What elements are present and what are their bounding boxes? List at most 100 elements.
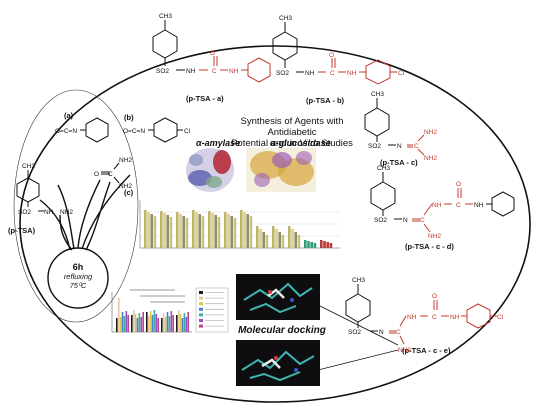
time-label: 6h: [72, 262, 84, 272]
bar-glyph: [172, 315, 174, 332]
bar-glyph: [249, 216, 253, 248]
legend-swatch: [199, 307, 203, 311]
bar-glyph: [230, 216, 233, 248]
bar-glyph: [160, 211, 163, 248]
bar-glyph: [233, 218, 237, 248]
bar-glyph: [147, 212, 150, 248]
reagent-c: [101, 162, 120, 184]
bar-glyph: [182, 216, 185, 248]
legend-swatch: [199, 319, 203, 322]
structure-p-tsa-a: [152, 20, 271, 83]
bar-glyph: [125, 311, 128, 332]
bar-glyph: [259, 229, 262, 248]
bar-glyph: [224, 212, 227, 248]
bar-glyph: [134, 314, 137, 332]
pointer-line: [317, 304, 399, 346]
bar-glyph: [161, 318, 163, 332]
bar-glyph: [246, 214, 249, 248]
bar-glyph: [243, 212, 246, 248]
bar-glyph: [281, 235, 285, 248]
structure-p-tsa-c: [364, 98, 425, 156]
temp-label: 75⁰C: [69, 281, 87, 290]
bar-glyph: [297, 235, 301, 248]
bar-glyph: [214, 215, 217, 248]
bar-glyph: [275, 229, 278, 248]
bar-glyph: [150, 214, 153, 248]
bar-glyph: [291, 229, 294, 248]
bar-glyph: [163, 213, 166, 248]
pointer-line: [317, 349, 399, 371]
legend-swatch: [199, 313, 203, 317]
bar-glyph: [151, 315, 154, 332]
low-bars: [116, 298, 189, 332]
bar-glyph: [136, 318, 139, 332]
title-line-2: Potential and: [231, 138, 290, 149]
title-line-2-italic: in Vitro: [289, 138, 319, 149]
bar-glyph: [147, 316, 150, 332]
bar-glyph: [170, 311, 173, 332]
enzyme-glucosidase-label: α-glucosidase: [270, 138, 331, 148]
bar-glyph: [185, 218, 189, 248]
bar-glyph: [157, 318, 159, 332]
bar-glyph: [117, 298, 120, 332]
bar-glyph: [131, 315, 133, 332]
bar-glyph: [166, 215, 169, 248]
reagent-b: [148, 117, 183, 143]
outer-ellipse: [19, 45, 531, 403]
enzyme-amylase-label: α-amylase: [196, 138, 241, 148]
docking-caption: Molecular docking: [238, 325, 326, 336]
bar-glyph: [123, 316, 126, 332]
bar-glyph: [168, 316, 171, 332]
bar-glyph: [153, 216, 157, 248]
bar-glyph: [132, 310, 135, 332]
bar-glyph: [307, 241, 310, 248]
legend-swatches: [199, 291, 224, 328]
flask-conditions: 6h refluxing 75⁰C: [48, 262, 108, 291]
compound-label-cd: (p-TSA - c - d): [405, 242, 454, 251]
bar-glyph: [195, 212, 198, 248]
docking-image-bottom: [236, 340, 320, 386]
structure-p-tsa-c-e: [345, 284, 497, 345]
bar-glyph: [288, 226, 291, 248]
bar-glyph: [265, 235, 269, 248]
compound-label-c: (p-TSA - c): [380, 158, 418, 167]
bar-glyph: [294, 232, 297, 248]
bar-glyph: [181, 318, 184, 332]
inner-ellipse: [13, 89, 139, 323]
bar-glyph: [329, 243, 333, 248]
bar-glyph: [119, 317, 122, 332]
bar-glyph: [116, 318, 118, 332]
legend-swatch: [199, 324, 203, 328]
bar-glyph: [323, 241, 326, 248]
reagent-label-c: (c): [124, 188, 134, 197]
bar-glyph: [177, 310, 180, 332]
bar-glyph: [227, 214, 230, 248]
structure-p-tsa: [16, 170, 44, 212]
title-line-2-end: Studies: [318, 138, 353, 149]
bar-glyph: [320, 240, 323, 248]
bar-glyph: [185, 317, 188, 332]
bar-glyph: [187, 312, 189, 332]
bar-glyph: [146, 312, 148, 332]
legend-swatch: [199, 296, 203, 300]
structure-p-tsa-c-d: [370, 172, 515, 233]
bar-glyph: [149, 311, 152, 332]
bar-glyph: [179, 214, 182, 248]
compound-label-a: (p-TSA - a): [186, 94, 224, 103]
mode-label: refluxing: [63, 272, 93, 281]
compound-label-start: (p-TSA): [8, 226, 36, 235]
bar-glyph: [326, 242, 329, 248]
bar-glyph: [176, 315, 178, 332]
bar-glyph: [179, 314, 182, 332]
bar-glyph: [208, 211, 211, 248]
bar-glyph: [272, 226, 275, 248]
compound-label-ce: (p-TSA - c - e): [402, 346, 451, 355]
bar-glyph: [262, 232, 265, 248]
bar-glyph: [217, 217, 221, 248]
bar-glyph: [176, 212, 179, 248]
center-bars: [144, 210, 333, 248]
bar-glyph: [127, 315, 129, 332]
bar-glyph: [211, 213, 214, 248]
